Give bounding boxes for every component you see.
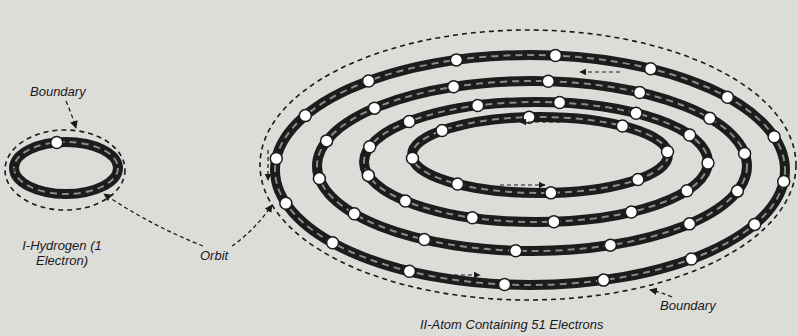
electron (448, 81, 460, 93)
electron (299, 110, 311, 122)
electron (625, 206, 637, 218)
electron (364, 141, 376, 153)
electron (51, 136, 63, 148)
electron (542, 75, 554, 87)
orbit-texture (364, 102, 708, 222)
electron (436, 125, 448, 137)
atom-caption: I-Hydrogen (1 Electron) (14, 238, 110, 268)
orbit-band (275, 55, 785, 285)
electron (685, 253, 697, 265)
electron (702, 157, 714, 169)
electron (270, 153, 282, 165)
electron (399, 195, 411, 207)
electron (731, 185, 743, 197)
electron (630, 107, 642, 119)
direction-arrow (520, 121, 560, 122)
electron (403, 115, 415, 127)
electron (645, 63, 657, 75)
orbit-texture (317, 81, 747, 251)
electron (632, 173, 644, 185)
electron (604, 239, 616, 251)
direction-arrow (500, 184, 545, 185)
electron (778, 175, 790, 187)
orbit (406, 111, 673, 199)
electron (369, 102, 381, 114)
electron (683, 218, 695, 230)
electron (721, 91, 733, 103)
electron (549, 50, 561, 62)
orbit (270, 50, 789, 291)
electron (662, 146, 674, 158)
electron (704, 112, 716, 124)
atom-caption: II-Atom Containing 51 Electrons (420, 317, 604, 332)
orbit-band (364, 102, 708, 222)
electron (280, 197, 292, 209)
electron (450, 54, 462, 66)
leader-line (66, 101, 76, 128)
hydrogen-boundary (5, 130, 125, 210)
electron (472, 100, 484, 112)
orbit-band (412, 117, 668, 193)
direction-arrow (267, 150, 268, 180)
direction-arrow (580, 71, 620, 72)
electron (681, 185, 693, 197)
electron (749, 218, 761, 230)
electron (598, 274, 610, 286)
electron (348, 208, 360, 220)
direction-arrow (13, 160, 14, 172)
electron (313, 173, 325, 185)
electron (499, 278, 511, 290)
electron (327, 237, 339, 249)
electron (554, 97, 566, 109)
electron (739, 147, 751, 159)
electron (406, 152, 418, 164)
orbit-label: Orbit (200, 248, 228, 263)
electron (523, 111, 535, 123)
orbit-band (14, 142, 118, 194)
electron (510, 245, 522, 257)
atom-boundary (260, 30, 796, 300)
direction-arrow (440, 274, 480, 275)
electron (452, 178, 464, 190)
leader-line (650, 290, 672, 297)
boundary-label: Boundary (660, 298, 716, 313)
electron (545, 187, 557, 199)
orbit (14, 136, 118, 194)
orbit-texture (275, 55, 785, 285)
electron (466, 212, 478, 224)
electron (634, 86, 646, 98)
electron (321, 135, 333, 147)
electron (616, 120, 628, 132)
electron (768, 131, 780, 143)
orbit-texture (14, 142, 118, 194)
orbit-band (317, 81, 747, 251)
leader-line (232, 205, 272, 246)
electron (548, 216, 560, 228)
electron (684, 129, 696, 141)
electron (418, 234, 430, 246)
electron (362, 169, 374, 181)
leader-line (104, 194, 203, 246)
orbit (362, 97, 714, 228)
electron (403, 265, 415, 277)
orbit (313, 75, 750, 257)
boundary-label: Boundary (30, 84, 86, 99)
electron (363, 75, 375, 87)
orbit-texture (412, 117, 668, 193)
